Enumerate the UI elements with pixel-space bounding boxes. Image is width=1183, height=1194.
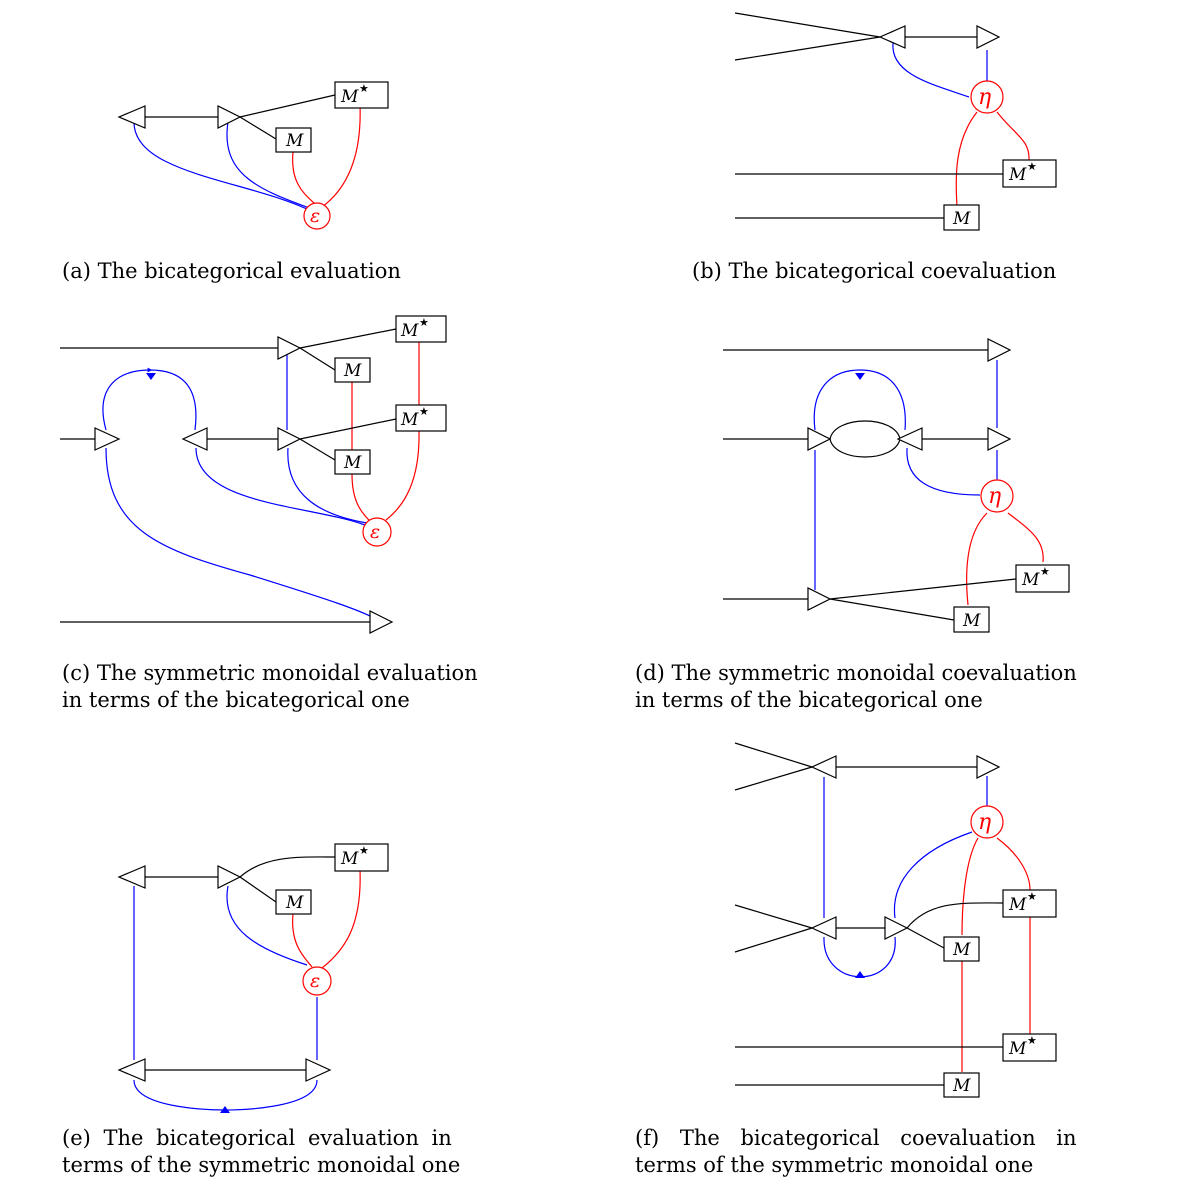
eta-label: η — [978, 85, 991, 110]
caption-line: (d) The symmetric monoidal coevaluation — [635, 661, 1077, 685]
m-label: M — [952, 1076, 971, 1096]
caption-d: (d) The symmetric monoidal coevaluation … — [635, 660, 1077, 714]
mstar-box — [395, 404, 447, 432]
boxes — [275, 81, 389, 153]
arrow-head — [220, 1106, 230, 1113]
mstar-label: M — [340, 849, 359, 869]
black-strings — [145, 94, 336, 140]
mstar-label: M — [1008, 895, 1027, 915]
caption-line: (b) The bicategorical coevaluation — [692, 259, 1057, 283]
m-label: M — [285, 893, 304, 913]
mstar-box — [1015, 564, 1070, 593]
epsilon-node — [303, 202, 331, 230]
mstar-label: M — [1021, 570, 1040, 590]
caption-a: (a) The bicategorical evaluation — [62, 258, 401, 285]
caption-line: (e) The bicategorical evaluation in — [62, 1126, 452, 1150]
caption-line: (c) The symmetric monoidal evaluation — [62, 661, 478, 685]
mstar-label: M — [1008, 165, 1027, 185]
m-box — [943, 204, 980, 231]
eta-label: η — [978, 810, 991, 835]
eta-node — [970, 805, 1004, 839]
arrow-head — [855, 373, 865, 380]
caption-line: terms of the symmetric monoidal one — [635, 1153, 1034, 1177]
caption-line: in terms of the bicategorical one — [635, 688, 983, 712]
red-strings — [292, 104, 361, 208]
diagram-f — [734, 742, 1057, 1098]
m-box — [334, 357, 371, 383]
mstar-label: M — [340, 87, 359, 107]
caption-line: (f) The bicategorical coevaluation in — [635, 1126, 1077, 1150]
diagram-d — [723, 338, 1070, 633]
mstar-box — [1002, 159, 1057, 188]
mstar-box — [334, 81, 389, 109]
mstar-box — [334, 843, 389, 872]
star-label: ★ — [1040, 565, 1050, 578]
caption-c: (c) The symmetric monoidal evaluation in… — [62, 660, 478, 714]
eta-node — [980, 479, 1014, 513]
diagram-a — [117, 81, 389, 230]
epsilon-label: ε — [370, 521, 380, 543]
star-label: ★ — [359, 82, 369, 95]
diagram-b — [734, 12, 1057, 231]
mstar-box — [1002, 1033, 1057, 1062]
triangle-left — [117, 105, 146, 129]
m-label: M — [962, 611, 981, 631]
m-box — [334, 449, 371, 475]
mstar-box — [1002, 889, 1057, 918]
epsilon-node — [302, 966, 332, 996]
m-box — [943, 1072, 980, 1098]
star-label: ★ — [1027, 1034, 1037, 1047]
star-label: ★ — [419, 405, 429, 418]
triangles — [117, 105, 242, 129]
mstar-label: M — [1008, 1039, 1027, 1059]
node-labels: M ★ M ε η M ★ M M ★ M M ★ M ε η M ★ M M … — [285, 82, 1050, 1096]
m-box — [275, 889, 312, 915]
epsilon-label: ε — [310, 205, 320, 227]
blue-strings — [133, 121, 314, 213]
eta-node — [970, 80, 1004, 114]
star-label: ★ — [419, 316, 429, 329]
m-label: M — [952, 940, 971, 960]
triangle-right — [217, 105, 242, 129]
m-label: M — [952, 209, 971, 229]
caption-line: (a) The bicategorical evaluation — [62, 259, 401, 283]
diagram-e — [117, 843, 389, 1113]
m-label: M — [285, 131, 304, 151]
diagram-c — [60, 315, 447, 634]
epsilon-label: ε — [310, 970, 320, 992]
arrow-head — [855, 971, 865, 978]
caption-line: in terms of the bicategorical one — [62, 688, 410, 712]
caption-line: terms of the symmetric monoidal one — [62, 1153, 461, 1177]
m-label: M — [343, 361, 362, 381]
caption-b: (b) The bicategorical coevaluation — [692, 258, 1056, 285]
arrow-head — [146, 373, 156, 380]
m-box — [275, 127, 312, 153]
star-label: ★ — [1027, 160, 1037, 173]
mstar-box — [395, 315, 447, 343]
eta-label: η — [988, 484, 1001, 509]
m-box — [943, 936, 980, 962]
caption-e: (e) The bicategorical evaluation in term… — [62, 1125, 460, 1179]
m-box — [953, 606, 990, 633]
epsilon-node — [362, 517, 392, 547]
star-label: ★ — [1027, 890, 1037, 903]
m-label: M — [343, 453, 362, 473]
star-label: ★ — [359, 844, 369, 857]
caption-f: (f) The bicategorical coevaluation in te… — [635, 1125, 1077, 1179]
mstar-label: M — [400, 321, 419, 341]
mstar-label: M — [400, 410, 419, 430]
